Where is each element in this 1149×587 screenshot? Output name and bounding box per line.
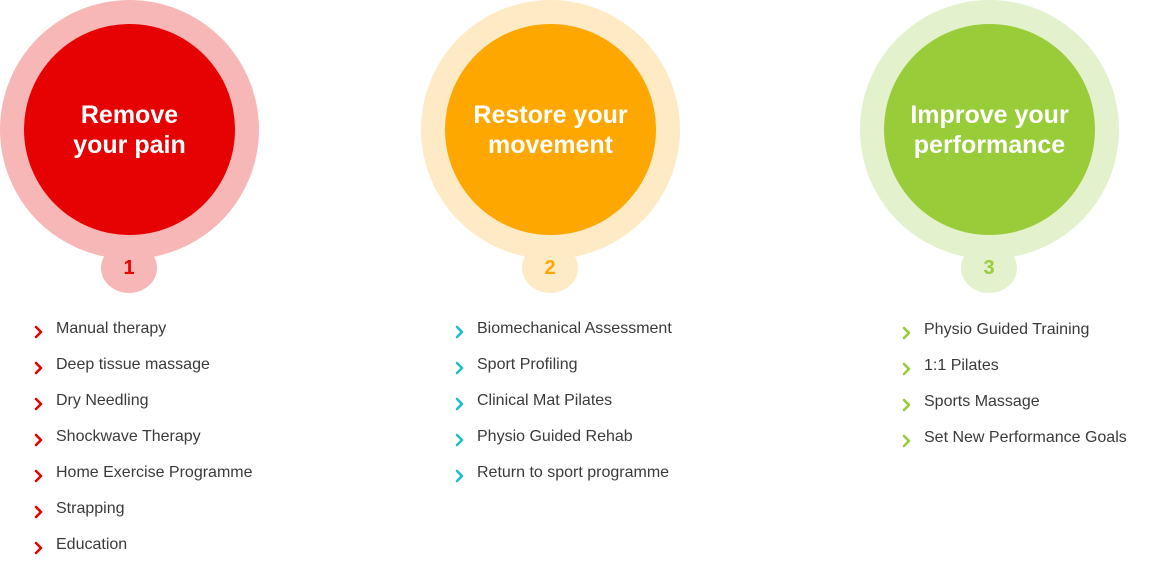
step-title: Restore your movement xyxy=(473,100,628,159)
list-item: Return to sport programme xyxy=(455,462,672,498)
chevron-right-icon xyxy=(455,393,477,415)
list-item: Dry Needling xyxy=(34,390,253,426)
list-item: Home Exercise Programme xyxy=(34,462,253,498)
chevron-right-icon xyxy=(455,357,477,379)
chevron-right-icon xyxy=(902,322,924,344)
step-circle: Remove your pain xyxy=(24,24,235,235)
list-item-label: Sport Profiling xyxy=(477,356,578,373)
service-list: Physio Guided Training 1:1 Pilates Sport… xyxy=(902,319,1127,463)
step-circle: Restore your movement xyxy=(445,24,656,235)
list-item-label: Education xyxy=(56,536,128,553)
chevron-right-icon xyxy=(34,357,56,379)
list-item: Sports Massage xyxy=(902,391,1127,427)
list-item-label: Sports Massage xyxy=(924,393,1040,410)
chevron-right-icon xyxy=(455,429,477,451)
list-item-label: Clinical Mat Pilates xyxy=(477,392,613,409)
list-item-label: Manual therapy xyxy=(56,320,167,337)
list-item-label: Physio Guided Rehab xyxy=(477,428,633,445)
chevron-right-icon xyxy=(455,321,477,343)
list-item-label: Home Exercise Programme xyxy=(56,464,253,481)
chevron-right-icon xyxy=(902,430,924,452)
list-item: Manual therapy xyxy=(34,318,253,354)
step-column-improve-performance: 3 Improve your performance Physio Guided… xyxy=(860,0,1149,587)
list-item-label: Return to sport programme xyxy=(477,464,670,481)
chevron-right-icon xyxy=(34,429,56,451)
service-list: Biomechanical Assessment Sport Profiling… xyxy=(455,318,672,498)
list-item: Strapping xyxy=(34,498,253,534)
step-number-badge: 3 xyxy=(961,243,1017,293)
chevron-right-icon xyxy=(34,501,56,523)
list-item: Physio Guided Rehab xyxy=(455,426,672,462)
step-title: Improve your performance xyxy=(910,100,1069,159)
list-item-label: Strapping xyxy=(56,500,125,517)
chevron-right-icon xyxy=(902,394,924,416)
step-circle: Improve your performance xyxy=(884,24,1095,235)
chevron-right-icon xyxy=(34,465,56,487)
chevron-right-icon xyxy=(34,321,56,343)
list-item: Biomechanical Assessment xyxy=(455,318,672,354)
list-item: Physio Guided Training xyxy=(902,319,1127,355)
list-item: Shockwave Therapy xyxy=(34,426,253,462)
list-item-label: Biomechanical Assessment xyxy=(477,320,672,337)
list-item: 1:1 Pilates xyxy=(902,355,1127,391)
step-title: Remove your pain xyxy=(73,100,186,159)
chevron-right-icon xyxy=(34,537,56,559)
list-item-label: Shockwave Therapy xyxy=(56,428,201,445)
chevron-right-icon xyxy=(902,358,924,380)
list-item: Sport Profiling xyxy=(455,354,672,390)
list-item: Education xyxy=(34,534,253,570)
service-list: Manual therapy Deep tissue massage Dry N… xyxy=(34,318,253,570)
chevron-right-icon xyxy=(455,465,477,487)
list-item-label: Physio Guided Training xyxy=(924,321,1090,338)
list-item-label: Dry Needling xyxy=(56,392,149,409)
step-column-restore-movement: 2 Restore your movement Biomechanical As… xyxy=(421,0,801,587)
step-number-badge: 2 xyxy=(522,243,578,293)
list-item: Set New Performance Goals xyxy=(902,427,1127,463)
chevron-right-icon xyxy=(34,393,56,415)
list-item-label: 1:1 Pilates xyxy=(924,357,999,374)
step-column-remove-pain: 1 Remove your pain Manual therapy Deep t… xyxy=(0,0,380,587)
step-number-badge: 1 xyxy=(101,243,157,293)
list-item-label: Set New Performance Goals xyxy=(924,429,1127,446)
list-item: Deep tissue massage xyxy=(34,354,253,390)
list-item-label: Deep tissue massage xyxy=(56,356,210,373)
list-item: Clinical Mat Pilates xyxy=(455,390,672,426)
